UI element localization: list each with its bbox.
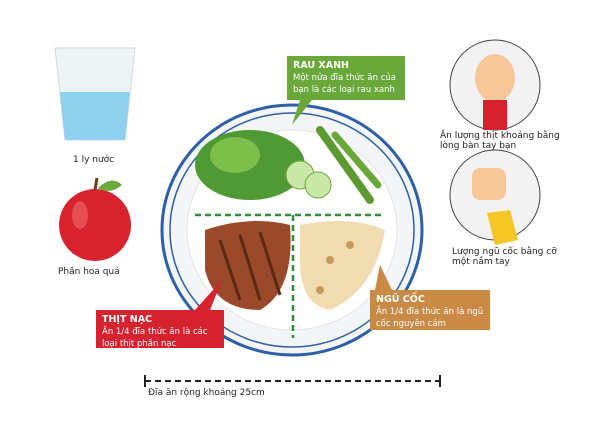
water-glass-icon <box>54 47 136 141</box>
vegetables-title: RAU XANH <box>293 60 349 71</box>
vegetables-callout: RAU XANH Một nửa đĩa thức ăn của bạn là … <box>287 56 405 100</box>
fruit-label: Phần hoa quả <box>58 267 120 277</box>
fist-icon <box>449 149 541 245</box>
meat-text: Ăn 1/4 đĩa thức ăn là các loại thịt phần… <box>102 327 208 349</box>
palm-icon <box>449 39 541 131</box>
grains-callout: NGŨ CỐC Ăn 1/4 đĩa thức ăn là ngũ cốc ng… <box>370 290 490 330</box>
water-label: 1 ly nước <box>73 155 115 165</box>
meat-callout: THỊT NẠC Ăn 1/4 đĩa thức ăn là các loại … <box>96 310 224 349</box>
grains-text: Ăn 1/4 đĩa thức ăn là ngũ cốc nguyên cám <box>376 307 484 329</box>
plate-size-label: Đĩa ăn rộng khoảng 25cm <box>148 388 265 398</box>
vegetables-text: Một nửa đĩa thức ăn của bạn là các loại … <box>293 73 396 95</box>
apple-icon <box>59 177 131 261</box>
grains-title: NGŨ CỐC <box>376 294 425 305</box>
palm-label: Ăn lượng thịt khoảng bằng lòng bàn tay b… <box>440 131 560 151</box>
salad-icon <box>195 126 382 204</box>
plate-width-indicator <box>144 375 441 387</box>
pasta-icon <box>300 221 385 310</box>
meat-title: THỊT NẠC <box>102 314 153 325</box>
fist-label: Lượng ngũ cốc bằng cỡ một nắm tay <box>452 247 557 267</box>
meat-icon <box>205 221 291 310</box>
